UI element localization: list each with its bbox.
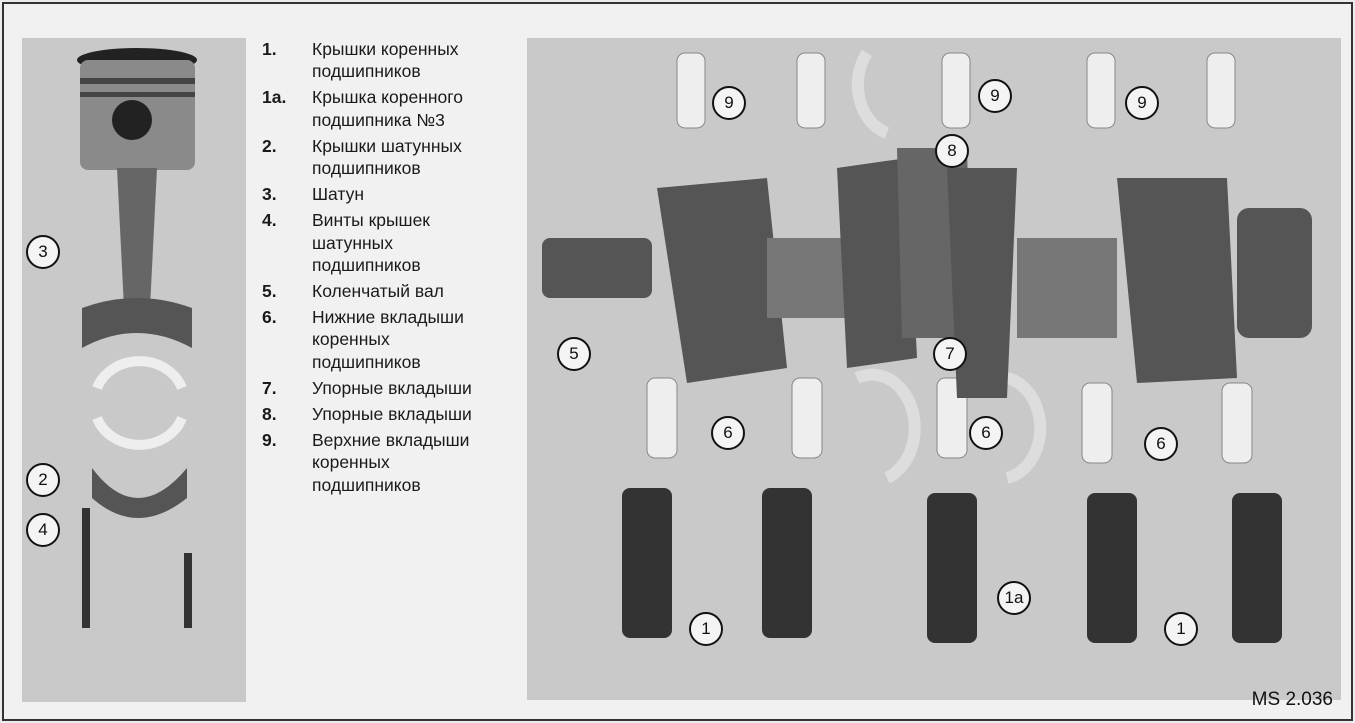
connecting-rod-photo bbox=[22, 38, 246, 702]
crankshaft-photo bbox=[527, 38, 1341, 700]
legend-item: 2. Крышки шатунных подшипников bbox=[262, 135, 507, 179]
legend-number: 9. bbox=[262, 430, 277, 451]
connecting-rod-drawing bbox=[77, 48, 197, 628]
callout-1: 1 bbox=[689, 612, 723, 646]
callout-4: 4 bbox=[26, 513, 60, 547]
crankshaft-drawing bbox=[542, 49, 1312, 643]
legend-number: 7. bbox=[262, 377, 277, 398]
legend-number: 1. bbox=[262, 39, 277, 59]
callout-6: 6 bbox=[1144, 427, 1178, 461]
legend-text: Винты крышек шатунных подшипников bbox=[312, 210, 430, 275]
legend-item: 3. Шатун bbox=[262, 183, 507, 205]
legend-item: 7. Упорные вкладыши bbox=[262, 377, 507, 399]
figure-caption: MS 2.036 bbox=[1251, 689, 1333, 710]
legend-number: 8. bbox=[262, 404, 277, 425]
callout-2: 2 bbox=[26, 463, 60, 497]
legend-text: Коленчатый вал bbox=[312, 281, 444, 302]
callout-6: 6 bbox=[711, 416, 745, 450]
legend-item: 1. Крышки коренных подшипников bbox=[262, 38, 507, 82]
legend-text: Крышки коренных подшипников bbox=[312, 39, 459, 82]
callout-6: 6 bbox=[969, 416, 1003, 450]
legend-number: 1a. bbox=[262, 87, 287, 108]
parts-legend: 1. Крышки коренных подшипников 1a. Крышка … bbox=[262, 38, 507, 500]
legend-item: 1a. Крышка коренного подшипника №3 bbox=[262, 86, 507, 130]
legend-number: 5. bbox=[262, 281, 277, 302]
legend-number: 6. bbox=[262, 307, 277, 328]
legend-number: 3. bbox=[262, 184, 277, 205]
callout-5: 5 bbox=[557, 337, 591, 371]
legend-text: Нижние вкладыши коренных подшипников bbox=[312, 307, 464, 372]
legend-text: Крышки шатунных подшипников bbox=[312, 135, 462, 179]
legend-text: Упорные вкладыши bbox=[312, 377, 472, 398]
callout-1: 1 bbox=[1164, 612, 1198, 646]
callout-9: 9 bbox=[1125, 86, 1159, 120]
legend-item: 8. Упорные вкладыши bbox=[262, 403, 507, 425]
legend-text: Упорные вкладыши bbox=[312, 404, 472, 425]
callout-1a: 1a bbox=[997, 581, 1031, 615]
legend-item: 9. Верхние вкладыши коренных подшипников bbox=[262, 429, 507, 496]
legend-item: 6. Нижние вкладыши коренных подшипников bbox=[262, 306, 507, 373]
legend-number: 4. bbox=[262, 210, 277, 231]
callout-3: 3 bbox=[26, 235, 60, 269]
legend-text: Шатун bbox=[312, 184, 365, 205]
legend-number: 2. bbox=[262, 135, 277, 156]
callout-9: 9 bbox=[712, 86, 746, 120]
callout-9: 9 bbox=[978, 79, 1012, 113]
legend-item: 4. Винты крышек шатунных подшипников bbox=[262, 209, 507, 276]
legend-item: 5. Коленчатый вал bbox=[262, 280, 507, 302]
callout-8: 8 bbox=[935, 134, 969, 168]
legend-text: Крышка коренного подшипника №3 bbox=[312, 87, 464, 130]
callout-7: 7 bbox=[933, 337, 967, 371]
legend-text: Верхние вкладыши коренных подшипников bbox=[312, 430, 470, 495]
